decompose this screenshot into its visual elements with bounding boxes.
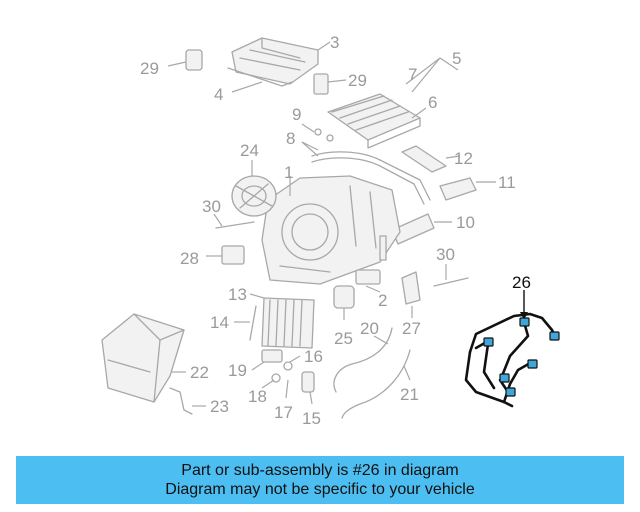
- callout-5: 5: [452, 49, 461, 68]
- callout-21: 21: [400, 385, 419, 404]
- banner-line-disclaimer: Diagram may not be specific to your vehi…: [165, 481, 475, 498]
- part-23-bracket: [169, 387, 206, 415]
- callout-30: 30: [202, 197, 221, 216]
- harness-connector: [483, 337, 494, 347]
- callout-14: 14: [210, 313, 229, 332]
- callout-3: 3: [330, 33, 339, 52]
- part-pipes: [311, 151, 431, 205]
- part-20-21-pipes: [333, 327, 411, 419]
- part-29-clip: [167, 49, 203, 71]
- callout-20: 20: [360, 319, 379, 338]
- callout-2: 2: [378, 291, 387, 310]
- callout-6: 6: [428, 93, 437, 112]
- banner-line-part: Part or sub-assembly is #26 in diagram: [181, 462, 459, 479]
- callout-10: 10: [456, 213, 475, 232]
- callout-28: 28: [180, 249, 199, 268]
- info-banner: Part or sub-assembly is #26 in diagram D…: [16, 456, 624, 504]
- part-29-clip-2: [313, 73, 347, 95]
- part-26-wiring-harness[interactable]: [464, 290, 560, 408]
- callout-27: 27: [402, 319, 421, 338]
- parts-diagram: 29 3 4 29 5 7 6 9 8 12 24 1 11 30 10 30 …: [101, 33, 560, 428]
- part-3-upper-case: [227, 37, 331, 93]
- callout-9: 9: [292, 105, 301, 124]
- callout-30: 30: [436, 245, 455, 264]
- part-25-actuator: [333, 285, 355, 320]
- part-15-clip: [301, 371, 315, 405]
- callout-11: 11: [498, 173, 516, 192]
- part-24-blower: [231, 160, 277, 217]
- callout-22: 22: [190, 363, 209, 382]
- part-12-filter: [401, 145, 461, 173]
- callout-17: 17: [274, 403, 293, 422]
- part-2-sensor: [355, 235, 387, 293]
- part-1-housing: [261, 175, 401, 285]
- callout-29: 29: [140, 59, 159, 78]
- callout-15: 15: [302, 409, 321, 428]
- part-13-evaporator: [234, 293, 315, 349]
- part-30-28-left: [206, 213, 255, 265]
- harness-connector: [519, 317, 530, 327]
- callout-25: 25: [334, 329, 353, 348]
- callout-29: 29: [348, 71, 367, 90]
- harness-connector: [527, 359, 538, 369]
- part-10-duct: [391, 213, 452, 245]
- part-27-bracket: [401, 271, 421, 318]
- harness-connector: [499, 373, 510, 383]
- callout-16: 16: [304, 347, 323, 366]
- callout-19: 19: [228, 361, 247, 380]
- callout-26[interactable]: 26: [512, 273, 531, 292]
- callout-1: 1: [284, 163, 293, 182]
- part-6-heater-core: [327, 57, 459, 149]
- callout-8: 8: [286, 129, 295, 148]
- callout-12: 12: [454, 149, 473, 168]
- part-8-9-fittings: [301, 123, 334, 157]
- harness-connector: [549, 331, 560, 341]
- harness-connector: [505, 387, 516, 397]
- callout-18: 18: [248, 387, 267, 406]
- callout-24: 24: [240, 141, 259, 160]
- callout-7: 7: [408, 65, 417, 84]
- part-19-expansion-valve: [251, 349, 301, 399]
- callout-23: 23: [210, 397, 229, 416]
- part-30-rod-right: [433, 264, 469, 287]
- part-22-box: [101, 313, 186, 403]
- callout-4: 4: [214, 85, 223, 104]
- callout-13: 13: [228, 285, 247, 304]
- part-11-door: [439, 177, 496, 201]
